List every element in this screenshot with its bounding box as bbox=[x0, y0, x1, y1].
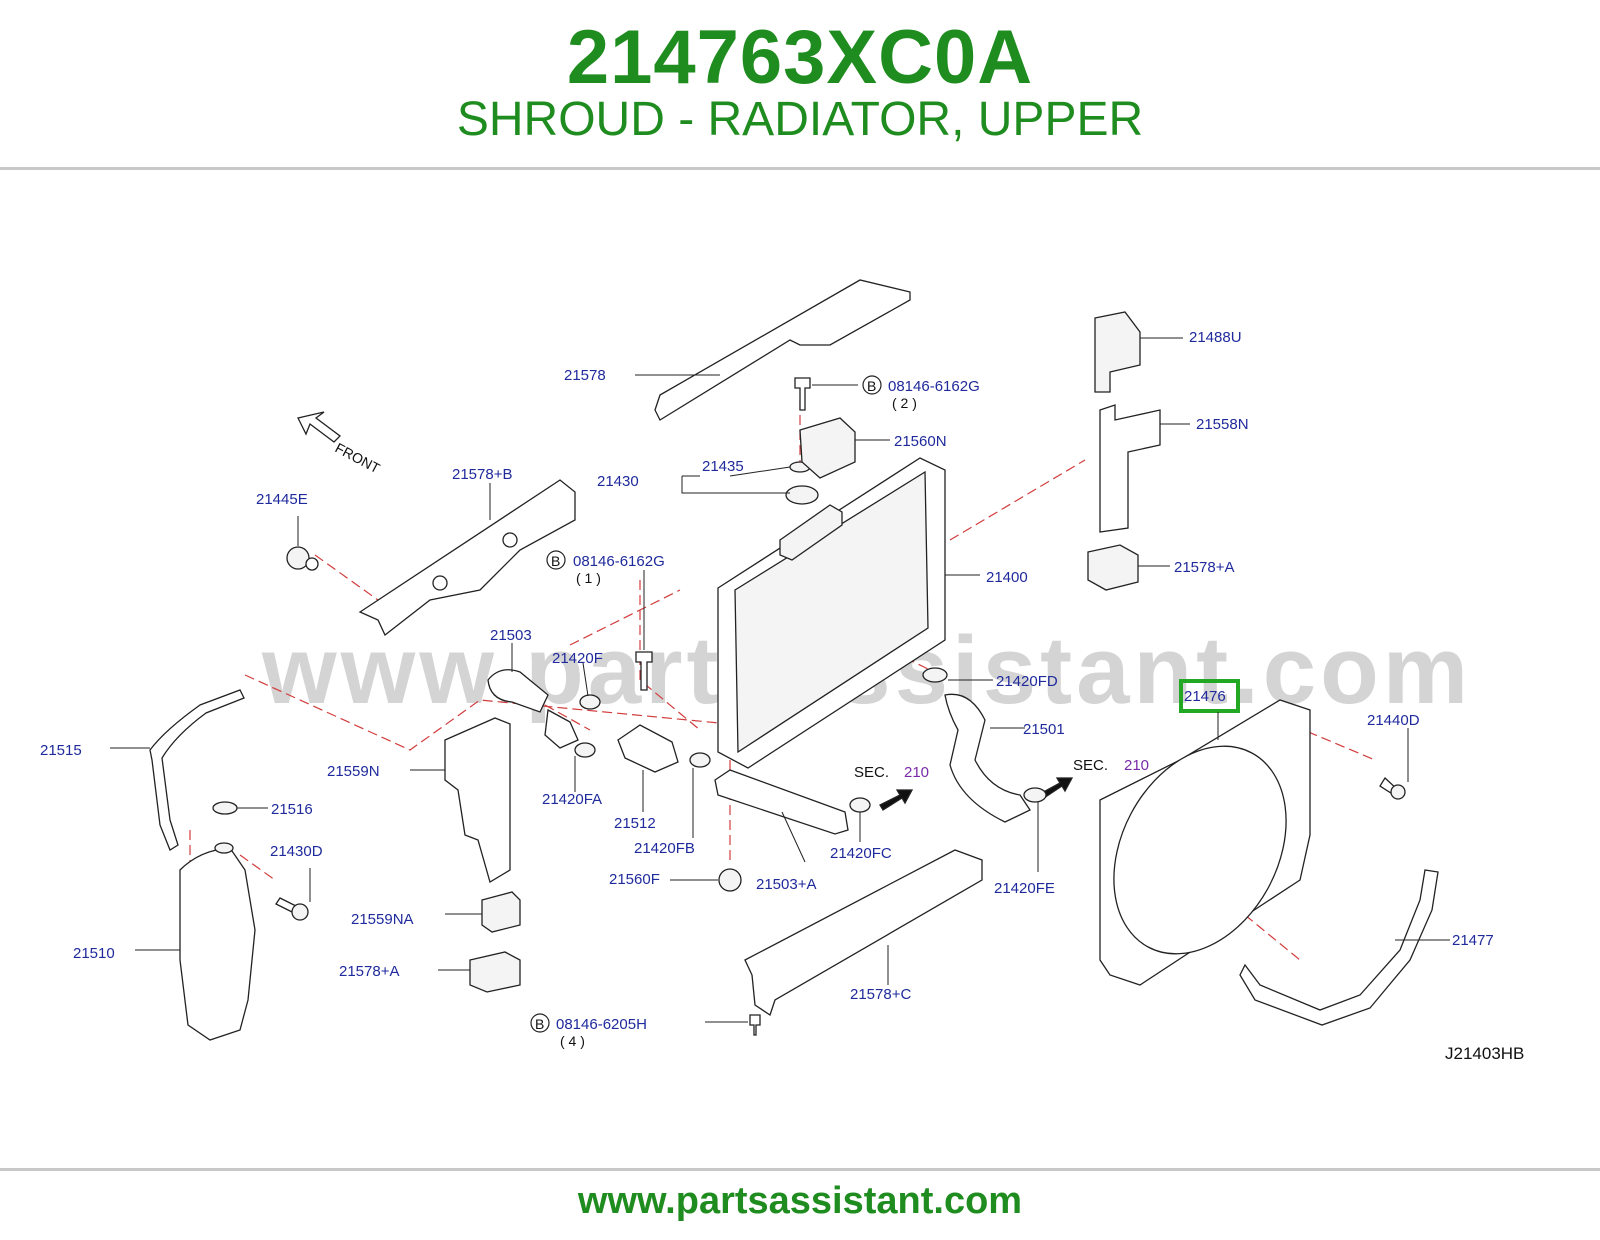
side-seal-21578b bbox=[358, 479, 576, 637]
label-21400[interactable]: 21400 bbox=[986, 569, 1028, 586]
upper-hose-21503 bbox=[487, 669, 549, 713]
clamp-21420fa bbox=[574, 742, 596, 758]
clip-21445e bbox=[286, 546, 310, 570]
bolt-qty: ( 1 ) bbox=[576, 570, 601, 586]
bolt-icon-top bbox=[794, 377, 811, 411]
bolt-callout-top[interactable]: B 08146-6162G ( 2 ) bbox=[862, 375, 980, 411]
label-21578a-left[interactable]: 21578+A bbox=[339, 963, 399, 980]
label-21440d[interactable]: 21440D bbox=[1367, 712, 1420, 729]
bolt-callout-middle[interactable]: B 08146-6162G ( 1 ) bbox=[546, 550, 665, 586]
bolt-number: 08146-6205H bbox=[556, 1016, 647, 1033]
seal-21578a-right bbox=[1087, 544, 1139, 591]
overflow-hose-21515 bbox=[149, 689, 245, 851]
label-21488u[interactable]: 21488U bbox=[1189, 329, 1242, 346]
label-21578[interactable]: 21578 bbox=[564, 367, 606, 384]
label-21430d[interactable]: 21430D bbox=[270, 843, 323, 860]
clamp-21420fb bbox=[689, 752, 711, 768]
bolt-callout-bottom[interactable]: B 08146-6205H ( 4 ) bbox=[530, 1013, 647, 1049]
lower-hose-21503a bbox=[714, 769, 849, 835]
label-21420fe[interactable]: 21420FE bbox=[994, 880, 1055, 897]
label-21515[interactable]: 21515 bbox=[40, 742, 82, 759]
lower-shroud-21477 bbox=[1239, 869, 1439, 1026]
section-ref-left[interactable]: SEC. 210 bbox=[854, 764, 929, 781]
label-21558n[interactable]: 21558N bbox=[1196, 416, 1249, 433]
section-number: 210 bbox=[1124, 757, 1149, 774]
label-21503[interactable]: 21503 bbox=[490, 627, 532, 644]
bolt-number: 08146-6162G bbox=[888, 378, 980, 395]
label-21420f[interactable]: 21420F bbox=[552, 650, 603, 667]
label-21560f[interactable]: 21560F bbox=[609, 871, 660, 888]
label-21510[interactable]: 21510 bbox=[73, 945, 115, 962]
bolt-mark: B bbox=[535, 1016, 544, 1032]
part-number-title: 214763XC0A bbox=[566, 15, 1034, 100]
thermostat-housing-21512 bbox=[617, 724, 679, 773]
label-21503a[interactable]: 21503+A bbox=[756, 876, 816, 893]
lower-hose-21501 bbox=[944, 693, 1031, 823]
section-number: 210 bbox=[904, 764, 929, 781]
reservoir-cap-21516 bbox=[212, 801, 238, 815]
highlight-box bbox=[1179, 679, 1240, 713]
label-21445e[interactable]: 21445E bbox=[256, 491, 308, 508]
header-divider bbox=[0, 167, 1600, 170]
clamp-21420fe bbox=[1023, 787, 1047, 803]
label-21559na[interactable]: 21559NA bbox=[351, 911, 414, 928]
label-21578b[interactable]: 21578+B bbox=[452, 466, 512, 483]
label-21559n[interactable]: 21559N bbox=[327, 763, 380, 780]
label-21420fd[interactable]: 21420FD bbox=[996, 673, 1058, 690]
bolt-mark: B bbox=[867, 378, 876, 394]
front-label: FRONT bbox=[333, 440, 383, 477]
seal-21488u bbox=[1094, 311, 1141, 393]
footer-website-link[interactable]: www.partsassistant.com bbox=[577, 1180, 1023, 1222]
label-21560n[interactable]: 21560N bbox=[894, 433, 947, 450]
label-21476[interactable]: 21476 bbox=[1184, 688, 1226, 705]
section-label: SEC. bbox=[1073, 757, 1108, 774]
label-21512[interactable]: 21512 bbox=[614, 815, 656, 832]
label-21501[interactable]: 21501 bbox=[1023, 721, 1065, 738]
mount-21560n bbox=[799, 417, 856, 479]
label-21516[interactable]: 21516 bbox=[271, 801, 313, 818]
bolt-icon-bottom bbox=[749, 1014, 761, 1036]
lower-seal-21578c bbox=[744, 849, 983, 1017]
seal-21559n bbox=[444, 717, 511, 883]
grommet-21560f bbox=[718, 868, 742, 892]
label-21435[interactable]: 21435 bbox=[702, 458, 744, 475]
bolt-qty: ( 4 ) bbox=[560, 1033, 585, 1049]
label-21578a-right[interactable]: 21578+A bbox=[1174, 559, 1234, 576]
upper-seal-21578 bbox=[654, 279, 911, 421]
label-21420fa[interactable]: 21420FA bbox=[542, 791, 602, 808]
clamp-21420fc bbox=[849, 797, 871, 813]
label-21420fc[interactable]: 21420FC bbox=[830, 845, 892, 862]
label-21578c[interactable]: 21578+C bbox=[850, 986, 911, 1003]
bolt-number: 08146-6162G bbox=[573, 553, 665, 570]
footer-divider bbox=[0, 1168, 1600, 1171]
bolt-icon-middle bbox=[635, 651, 653, 691]
front-arrow-icon bbox=[297, 411, 341, 443]
bolt-qty: ( 2 ) bbox=[892, 395, 917, 411]
clamp-21420f bbox=[579, 694, 601, 710]
reservoir-tank-21510 bbox=[179, 847, 256, 1041]
bolt-mark: B bbox=[551, 553, 560, 569]
seal-21558n bbox=[1099, 404, 1161, 533]
label-21477[interactable]: 21477 bbox=[1452, 932, 1494, 949]
seal-21578a-left bbox=[469, 951, 521, 993]
part-description: SHROUD - RADIATOR, UPPER bbox=[456, 93, 1144, 146]
diagram-code: J21403HB bbox=[1445, 1044, 1524, 1063]
section-label: SEC. bbox=[854, 764, 889, 781]
seal-21559na bbox=[481, 891, 521, 933]
section-arrow-icon-left bbox=[879, 789, 914, 811]
label-21430[interactable]: 21430 bbox=[597, 473, 639, 490]
radiator-cap-21430 bbox=[785, 485, 819, 505]
clamp-21420fd bbox=[922, 667, 948, 683]
section-ref-right[interactable]: SEC. 210 bbox=[1073, 757, 1149, 774]
label-21420fb[interactable]: 21420FB bbox=[634, 840, 695, 857]
